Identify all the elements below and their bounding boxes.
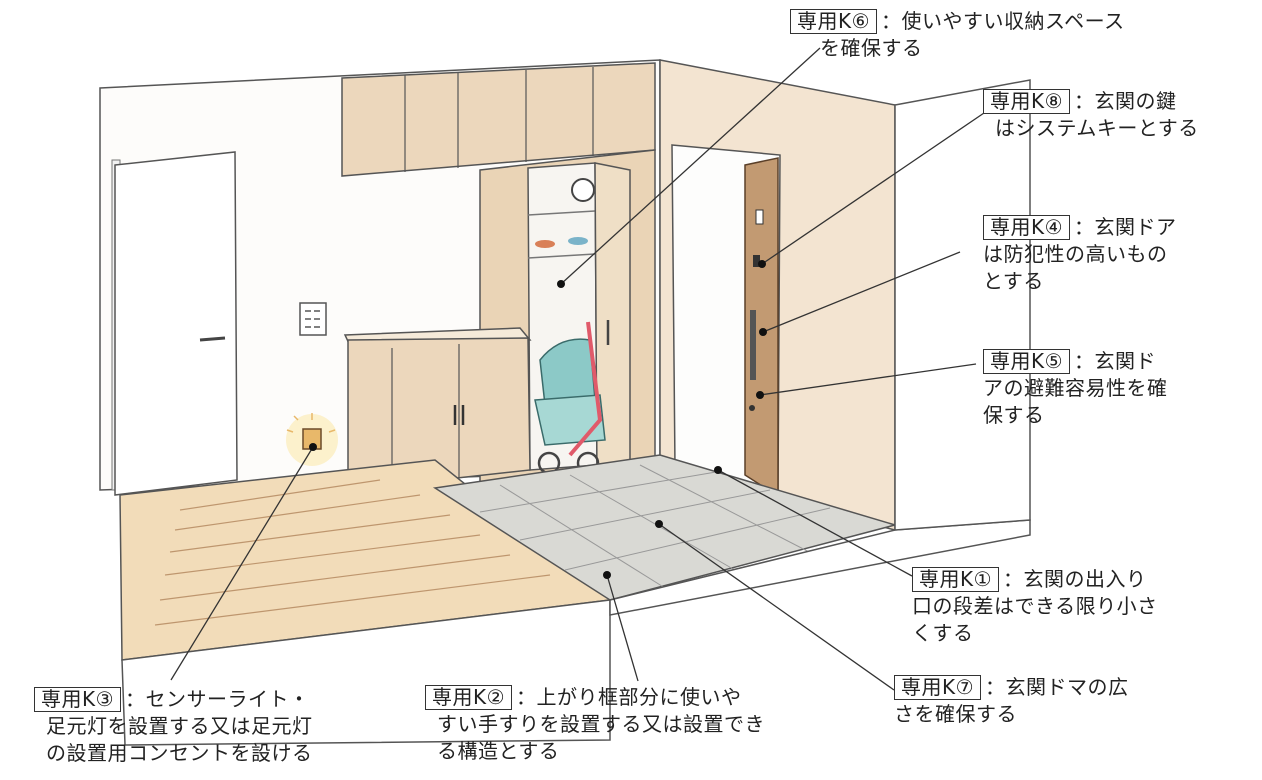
callout-text: アの避難容易性を確 <box>983 376 1168 400</box>
callout-text: ：センサーライト・ <box>125 687 310 711</box>
callout-text: ：玄関の出入り <box>1003 567 1147 591</box>
callout-text: すい手すりを設置する又は設置でき <box>437 712 765 736</box>
callout-text: を確保する <box>820 36 923 60</box>
callout-text: ：玄関の鍵 <box>1074 89 1177 113</box>
callout-text: ：使いやすい収納スペース <box>881 9 1125 33</box>
leader-dots <box>309 260 767 579</box>
tag-k3: 専用K③ <box>34 687 122 712</box>
interior-door <box>114 151 238 496</box>
callout-text: ：玄関ドマの広 <box>985 675 1129 699</box>
callout-text: とする <box>983 269 1044 293</box>
switch-buttons <box>305 310 320 328</box>
doma-base <box>609 519 1031 616</box>
callout-k3: 専用K③：センサーライト・ 足元灯を設置する又は足元灯 の設置用コンセントを設け… <box>34 686 313 767</box>
callout-k8: 専用K⑧：玄関の鍵 はシステムキーとする <box>983 88 1199 142</box>
callout-text: 口の段差はできる限り小さ <box>912 594 1158 618</box>
callout-k2: 専用K②：上がり框部分に使いや すい手すりを設置する又は設置でき る構造とする <box>425 684 765 765</box>
callout-text: は防犯性の高いもの <box>983 242 1168 266</box>
tag-k2: 専用K② <box>425 685 513 710</box>
shoe-cabinet <box>347 337 531 491</box>
tag-k7: 専用K⑦ <box>894 675 982 700</box>
entrance-door <box>744 157 779 498</box>
door-handle-bar <box>750 310 756 380</box>
wood-grain <box>154 479 551 626</box>
tile-grid <box>479 464 831 589</box>
tag-k8: 専用K⑧ <box>983 89 1071 114</box>
right-outer-wall <box>894 79 1031 531</box>
callout-text: はシステムキーとする <box>995 116 1199 140</box>
tag-k1: 専用K① <box>912 567 1000 592</box>
leader-lines <box>170 47 985 691</box>
wall-switch <box>299 302 327 336</box>
callout-k5: 専用K⑤：玄関ド アの避難容易性を確 保する <box>983 348 1168 429</box>
shoe-icon <box>568 237 588 245</box>
tag-k6: 専用K⑥ <box>790 9 878 34</box>
callout-k6: 専用K⑥：使いやすい収納スペース を確保する <box>790 8 1125 62</box>
shoe-icon <box>535 240 555 248</box>
callout-k4: 専用K④：玄関ドア は防犯性の高いもの とする <box>983 214 1177 295</box>
callout-text: ：玄関ド <box>1074 349 1157 373</box>
stroller <box>534 321 606 475</box>
callout-text: の設置用コンセントを設ける <box>46 741 313 765</box>
tag-k5: 専用K⑤ <box>983 349 1071 374</box>
door-handle <box>199 336 226 342</box>
callout-text: ：玄関ドア <box>1074 215 1177 239</box>
callout-text: 足元灯を設置する又は足元灯 <box>46 714 313 738</box>
door-lock <box>753 255 760 267</box>
fan-icon <box>571 178 595 202</box>
door-viewer <box>755 209 764 225</box>
callout-text: る構造とする <box>437 739 560 763</box>
callout-k7: 専用K⑦：玄関ドマの広 さを確保する <box>894 674 1129 728</box>
light-rays <box>286 413 336 433</box>
callout-k1: 専用K①：玄関の出入り 口の段差はできる限り小さ くする <box>912 566 1158 647</box>
callout-text: くする <box>912 621 974 645</box>
callout-text: 保する <box>983 403 1045 427</box>
callout-text: ：上がり框部分に使いや <box>516 685 742 709</box>
tag-k4: 専用K④ <box>983 215 1071 240</box>
callout-text: さを確保する <box>894 702 1017 726</box>
